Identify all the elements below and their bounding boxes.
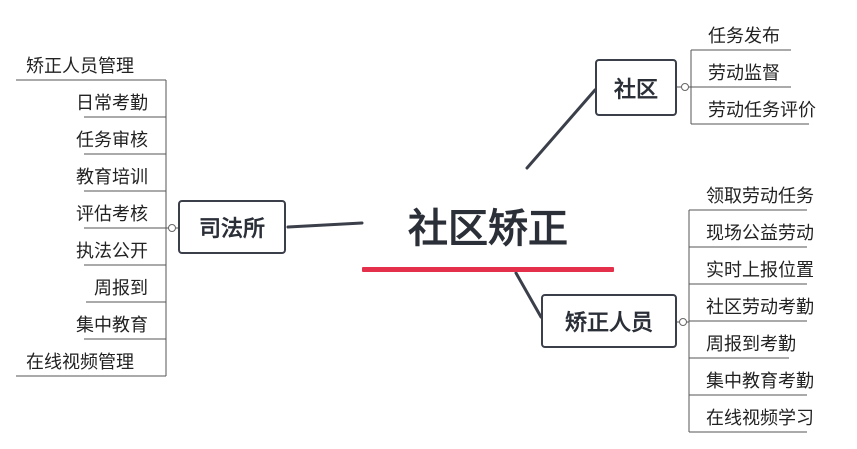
branch-jiaozheng[interactable]: 矫正人员: [541, 294, 677, 348]
leaf-jiaozheng-5[interactable]: 集中教育考勤: [706, 371, 814, 392]
leaf-jiaozheng-3[interactable]: 社区劳动考勤: [706, 297, 814, 318]
leaf-jiaozheng-1[interactable]: 现场公益劳动: [706, 223, 814, 244]
branch-shequ[interactable]: 社区: [595, 59, 677, 116]
collapse-toggle-sifasuo[interactable]: [168, 224, 176, 232]
leaf-sifasuo-8[interactable]: 在线视频管理: [26, 352, 134, 373]
leaf-jiaozheng-4[interactable]: 周报到考勤: [706, 334, 796, 355]
leaf-shequ-0[interactable]: 任务发布: [708, 26, 780, 47]
link-root-shequ: [525, 88, 597, 170]
root-topic[interactable]: 社区矫正: [408, 206, 568, 252]
leaf-shequ-2[interactable]: 劳动任务评价: [708, 100, 816, 121]
leaf-jiaozheng-2[interactable]: 实时上报位置: [706, 260, 814, 281]
leaf-sifasuo-7[interactable]: 集中教育: [76, 315, 148, 336]
leaf-shequ-1[interactable]: 劳动监督: [708, 63, 780, 84]
leaf-sifasuo-2[interactable]: 任务审核: [76, 130, 148, 151]
leaf-sifasuo-3[interactable]: 教育培训: [76, 167, 148, 188]
leaf-jiaozheng-6[interactable]: 在线视频学习: [706, 408, 814, 429]
leaf-sifasuo-6[interactable]: 周报到: [94, 278, 148, 299]
leaf-sifasuo-0[interactable]: 矫正人员管理: [26, 56, 134, 77]
link-root-jiaozheng: [514, 271, 543, 319]
leaf-sifasuo-1[interactable]: 日常考勤: [76, 93, 148, 114]
leaf-jiaozheng-0[interactable]: 领取劳动任务: [706, 186, 814, 207]
leaf-sifasuo-4[interactable]: 评估考核: [76, 204, 148, 225]
link-root-sifasuo: [286, 221, 364, 229]
collapse-toggle-jiaozheng[interactable]: [679, 318, 687, 326]
collapse-toggle-shequ[interactable]: [681, 83, 689, 91]
leaf-sifasuo-5[interactable]: 执法公开: [76, 241, 148, 262]
root-underline: [362, 267, 614, 272]
branch-sifasuo[interactable]: 司法所: [178, 200, 286, 254]
